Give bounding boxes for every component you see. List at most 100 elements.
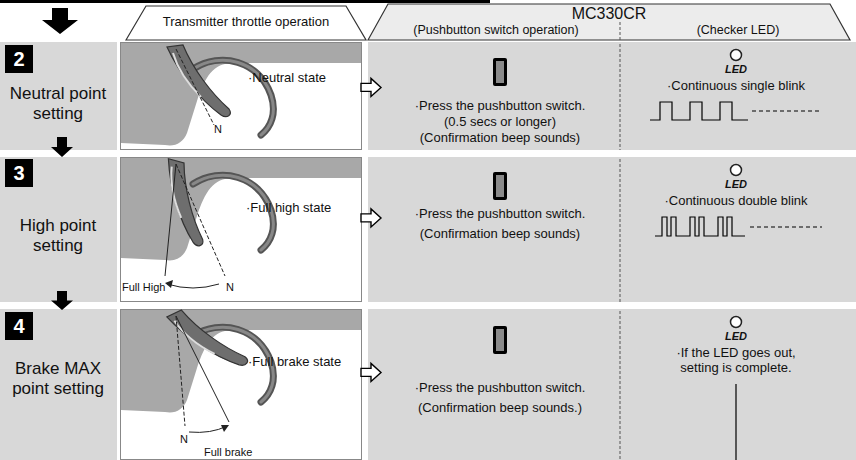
illustration-part — [731, 165, 742, 176]
transmitter-illustration — [121, 295, 361, 432]
illustration-part — [142, 157, 228, 247]
led-cell: LED ·Continuous double blink — [622, 157, 850, 302]
throttle-cell: ·Full high state — [120, 157, 360, 302]
illustration-part — [368, 42, 856, 150]
node-text: ·Press the pushbutton switch. — [382, 207, 618, 222]
throttle-cell: ·Full brake state — [120, 309, 360, 460]
illustration-part — [620, 44, 621, 150]
led-cell: LED ·Continuous single blink — [622, 42, 850, 150]
step-number: 3 — [5, 159, 33, 187]
illustration-part — [620, 159, 621, 302]
node-text: (Confirmation beep sounds) — [382, 131, 618, 146]
angle-label: N — [214, 123, 222, 135]
illustration-part — [650, 102, 748, 120]
header-box: MC330CR(Pushbutton switch operation) (Che… — [368, 4, 850, 40]
throttle-cell: ·Neutral state — [120, 42, 360, 150]
step-arrow — [51, 137, 73, 157]
node-text: ·Full brake state — [248, 355, 356, 370]
illustration-part — [176, 316, 229, 422]
illustration-part — [493, 58, 507, 86]
illustration-part — [142, 157, 228, 247]
switch-cell: ·Press the pushbutton switch. (Confirmati… — [382, 157, 618, 302]
illustration-part — [166, 295, 248, 383]
illustration-part — [750, 226, 822, 227]
illustration-part — [121, 43, 362, 150]
node-text: ·Neutral state — [248, 71, 356, 86]
illustration-part — [121, 158, 361, 261]
illustration-part — [121, 158, 362, 302]
title-bar — [0, 0, 490, 3]
illustration-part — [0, 42, 117, 150]
angle-label: N — [180, 433, 188, 445]
flow-arrow — [42, 8, 78, 34]
led-label: LED — [706, 178, 766, 191]
node-text: ·Press the pushbutton switch. — [382, 381, 618, 396]
illustration-part — [493, 326, 507, 354]
node-text: (Confirmation beep sounds.) — [382, 401, 618, 416]
header-shape — [368, 4, 850, 40]
illustration-part — [496, 61, 504, 83]
node-text: (0.5 secs or longer) — [382, 115, 618, 130]
led-cell: LED ·If the LED goes out, setting is comp… — [622, 309, 850, 460]
flow-arrow — [361, 78, 381, 96]
illustration-part — [493, 172, 507, 200]
step-box: 2Neutral point setting — [0, 44, 116, 136]
switch-cell: ·Press the pushbutton switch.(0.5 secs o… — [382, 42, 618, 150]
illustration-part — [496, 329, 504, 351]
illustration-part — [167, 284, 219, 288]
illustration-part — [165, 164, 176, 276]
illustration-part — [368, 157, 856, 302]
node-text: ·If the LED goes out, setting is complet… — [658, 346, 814, 376]
illustration-part — [176, 164, 225, 276]
illustration-part — [121, 310, 362, 460]
led-label: LED — [706, 330, 766, 343]
illustration-part — [496, 175, 504, 197]
flow-arrow — [361, 363, 381, 381]
illustration-part — [176, 49, 214, 125]
illustration-part — [655, 217, 745, 236]
led-label: LED — [706, 63, 766, 76]
illustration-part — [735, 384, 736, 460]
transmitter-illustration — [121, 43, 361, 146]
illustration-part — [165, 280, 173, 288]
row-grounds — [0, 42, 856, 460]
step-number: 2 — [5, 45, 33, 73]
illustration-part — [620, 311, 621, 460]
node-text: ·Full high state — [246, 201, 356, 216]
node-text: ·Continuous single blink — [622, 79, 850, 94]
illustration-part — [752, 110, 822, 111]
node-text: (Confirmation beep sounds) — [382, 227, 618, 242]
node-text: Transmitter throttle operation — [126, 15, 366, 30]
step-number: 4 — [5, 312, 33, 340]
illustration-part — [189, 426, 227, 432]
illustration-part — [121, 43, 361, 146]
angle-label: N — [226, 281, 234, 293]
illustration-part — [167, 45, 230, 117]
transmitter-illustration — [121, 157, 361, 288]
angle-label: Full High — [122, 281, 165, 293]
illustration-part — [166, 295, 248, 383]
node-text: High point setting — [3, 216, 113, 255]
step-box: 4Brake MAX point setting — [0, 311, 116, 451]
header-box: Transmitter throttle operation — [126, 6, 366, 40]
illustration-part — [0, 309, 117, 460]
node-text: (Pushbutton switch operation) — [376, 23, 616, 37]
illustration-part — [368, 309, 856, 460]
divider — [620, 22, 621, 40]
node-text: (Checker LED) — [630, 23, 846, 37]
node-text: Neutral point setting — [3, 84, 113, 123]
illustration-part — [731, 317, 742, 328]
node-text: MC330CR — [368, 5, 850, 23]
node-text: Brake MAX point setting — [3, 359, 113, 398]
divider — [620, 44, 621, 460]
illustration-part — [0, 157, 117, 302]
node-text: ·Continuous double blink — [622, 194, 850, 209]
step-arrow — [51, 291, 73, 310]
angle-label: Full brake — [204, 446, 252, 458]
throttle-cells — [121, 43, 362, 460]
illustration-part — [176, 316, 185, 426]
illustration-part — [731, 50, 742, 61]
illustration-part — [221, 425, 229, 432]
header-shape — [126, 6, 366, 40]
node-text: ·Press the pushbutton switch. — [382, 99, 618, 114]
